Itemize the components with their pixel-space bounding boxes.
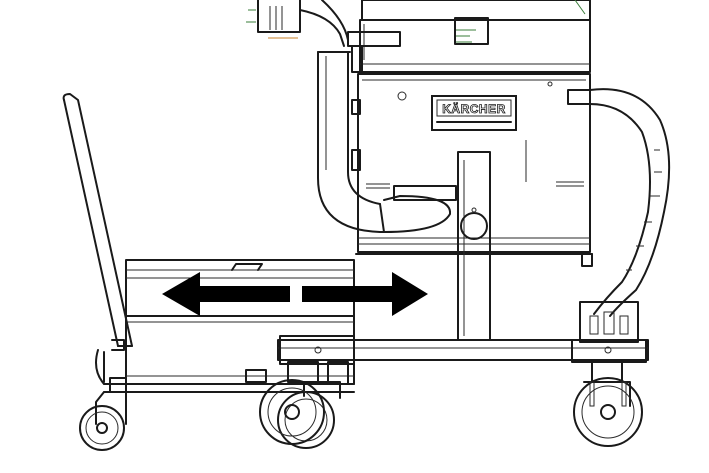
wheel-center-front	[259, 361, 349, 445]
double-arrow-horizontal-icon	[162, 272, 428, 316]
cart-frame	[103, 301, 649, 393]
exhaust-hose	[567, 88, 671, 317]
upper-nozzle	[246, 0, 349, 47]
intake-pipe	[317, 31, 457, 233]
wheel-right	[573, 361, 643, 447]
collection-drum	[125, 259, 355, 385]
mast-column	[457, 151, 491, 341]
wheel-front-left	[79, 377, 127, 451]
brand-plate: KÄRCHER	[431, 95, 517, 131]
vacuum-upper-body	[359, 0, 591, 73]
cart-handle	[62, 93, 133, 385]
wheel-center-rear	[277, 391, 335, 449]
brand-logo-text: KÄRCHER	[442, 101, 506, 116]
